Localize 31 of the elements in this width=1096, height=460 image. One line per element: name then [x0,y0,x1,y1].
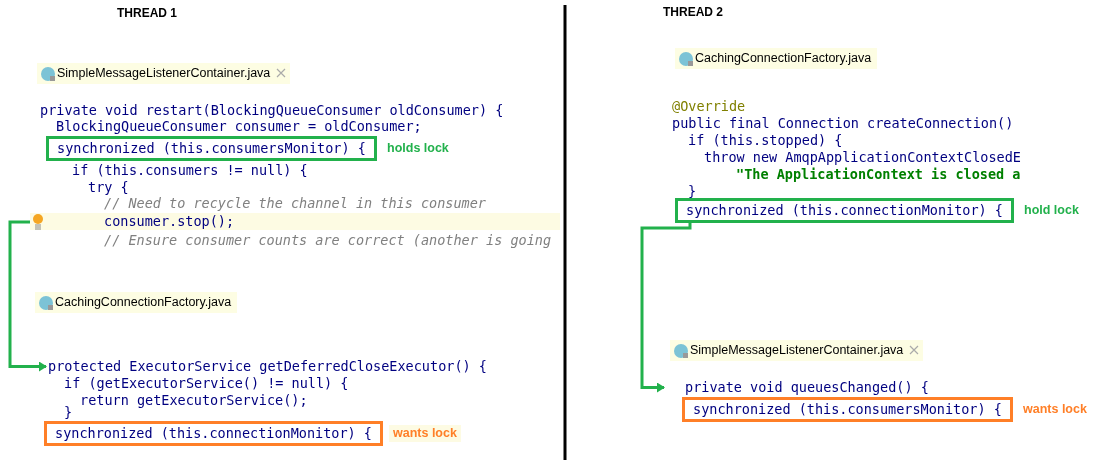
highlight-box: synchronized (this.connectionMonitor) { [675,198,1014,223]
lock-note: wants lock [389,425,461,442]
file-name: SimpleMessageListenerContainer.java [690,342,904,359]
code-line: try { [88,179,129,196]
lock-note: wants lock [1022,401,1088,418]
code-line: if (this.consumers != null) { [72,162,308,179]
file-name: CachingConnectionFactory.java [55,294,232,311]
code-line: BlockingQueueConsumer consumer = oldConsumer; [56,118,422,135]
code-line: private void queuesChanged() { [664,379,929,396]
lock-note: holds lock [386,140,450,157]
code-line: protected ExecutorService getDeferredCloseExecutor() { [46,358,487,375]
code-annotation: @Override [672,98,746,115]
arrow [640,223,692,393]
code-line: if (this.stopped) { [688,132,843,149]
lock-note: hold lock [1023,202,1080,219]
arrow [8,220,47,372]
thread-heading: THREAD 1 [117,6,177,20]
code-line: public final Connection createConnection() [672,115,1014,132]
highlight-box: synchronized (this.consumersMonitor) { [682,397,1013,422]
code-comment: // Need to recycle the channel in this consumer [104,195,486,212]
highlight-box: synchronized (this.consumersMonitor) { [46,136,377,161]
thread-heading: THREAD 2 [663,5,723,19]
highlight-box: synchronized (this.connectionMonitor) { [44,421,383,446]
file-name: SimpleMessageListenerContainer.java [57,65,271,82]
code-line: if (getExecutorService() != null) { [64,375,349,392]
file-name: CachingConnectionFactory.java [695,50,872,67]
code-line: return getExecutorService(); [80,392,308,409]
code-line: throw new AmqpApplicationContextClosedE [704,149,1021,166]
code-line: private void restart(BlockingQueueConsumer oldConsumer) { [40,102,504,119]
code-line: "The ApplicationContext is closed a [736,166,1021,183]
code-line: } [688,183,697,200]
